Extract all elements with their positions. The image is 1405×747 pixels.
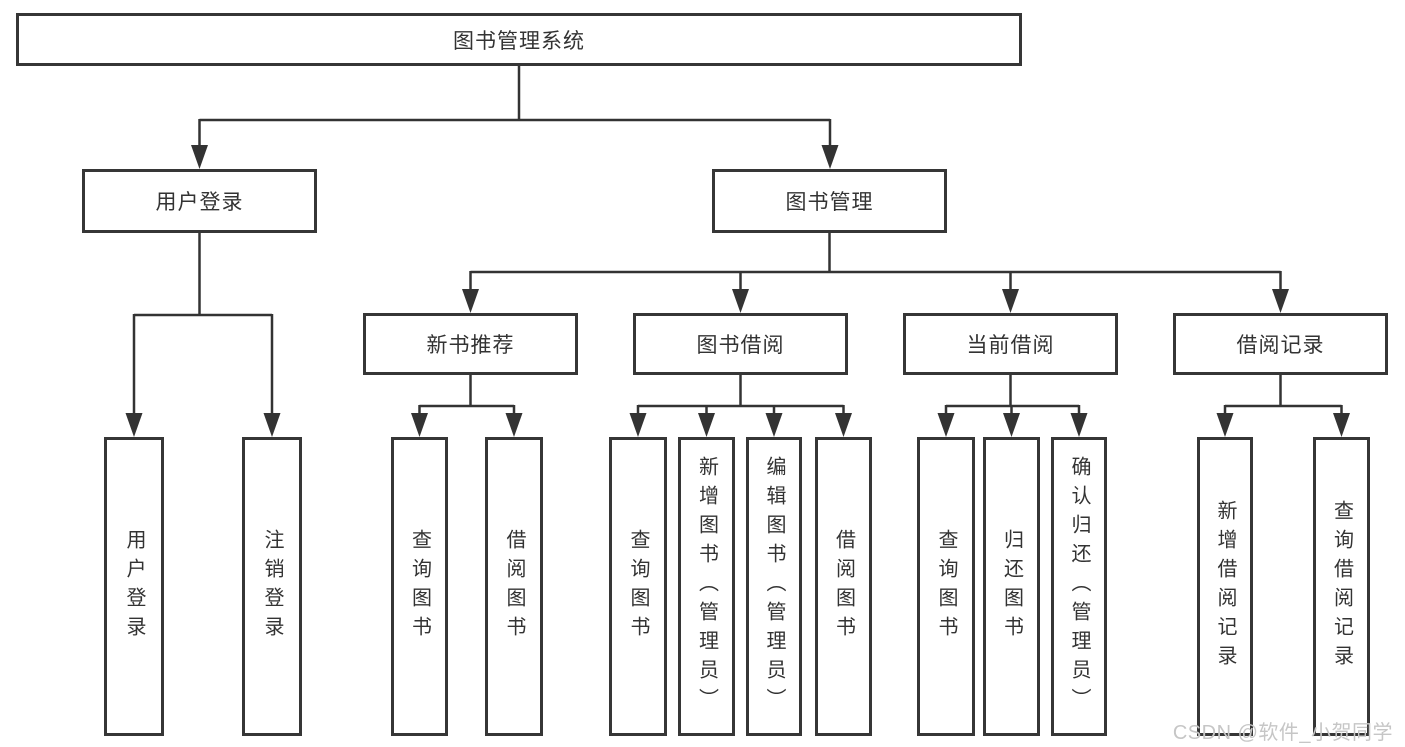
leaf-confirm-return-admin: 确认归还（管理员） <box>1051 437 1107 736</box>
leaf-query-books-borrow: 查询图书 <box>609 437 667 736</box>
leaf-query-borrow-record: 查询借阅记录 <box>1313 437 1370 736</box>
leaf-logout: 注销登录 <box>242 437 302 736</box>
node-user-login: 用户登录 <box>82 169 317 233</box>
node-book-borrow: 图书借阅 <box>633 313 848 375</box>
leaf-query-books-current: 查询图书 <box>917 437 975 736</box>
leaf-add-borrow-record: 新增借阅记录 <box>1197 437 1253 736</box>
leaf-query-books-recommend: 查询图书 <box>391 437 448 736</box>
leaf-user-login: 用户登录 <box>104 437 164 736</box>
leaf-add-books-admin: 新增图书（管理员） <box>678 437 735 736</box>
leaf-borrow-books: 借阅图书 <box>815 437 872 736</box>
csdn-watermark: CSDN @软件_小贺同学 <box>1172 722 1393 744</box>
node-current-borrow: 当前借阅 <box>903 313 1118 375</box>
node-new-book-recommend: 新书推荐 <box>363 313 578 375</box>
leaf-edit-books-admin: 编辑图书（管理员） <box>746 437 802 736</box>
node-borrow-records: 借阅记录 <box>1173 313 1388 375</box>
node-book-management: 图书管理 <box>712 169 947 233</box>
node-root-library-system: 图书管理系统 <box>16 13 1022 66</box>
leaf-return-books: 归还图书 <box>983 437 1040 736</box>
leaf-borrow-books-recommend: 借阅图书 <box>485 437 543 736</box>
